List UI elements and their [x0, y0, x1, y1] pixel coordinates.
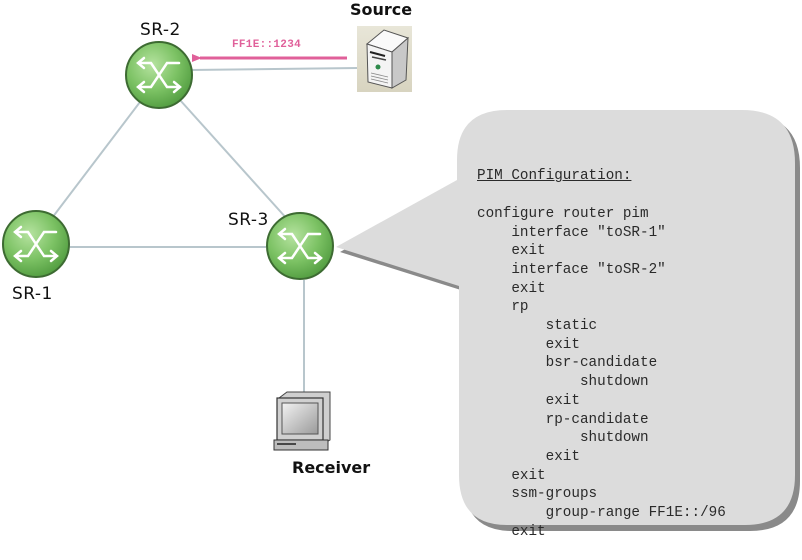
config-line: exit: [477, 280, 546, 297]
link-sr2-sr1: [51, 101, 141, 219]
router-sr1-label: SR-1: [12, 284, 53, 304]
router-sr2[interactable]: [125, 41, 193, 109]
config-line: exit: [477, 467, 546, 484]
receiver-label: Receiver: [292, 458, 371, 477]
config-line: exit: [477, 336, 580, 353]
router-sr3[interactable]: [266, 212, 334, 280]
router-switch-icon: [13, 225, 59, 263]
config-title: PIM Configuration:: [477, 168, 632, 185]
config-callout: [336, 110, 795, 525]
config-line: configure router pim: [477, 205, 649, 222]
config-line: shutdown: [477, 430, 649, 447]
config-line: rp: [477, 299, 529, 316]
config-line: exit: [477, 392, 580, 409]
router-sr1[interactable]: [2, 210, 70, 278]
router-switch-icon: [277, 227, 323, 265]
config-line: group-range FF1E::/96: [477, 505, 726, 522]
router-sr2-label: SR-2: [140, 20, 181, 40]
config-line: exit: [477, 243, 546, 260]
config-line: bsr-candidate: [477, 355, 658, 372]
config-line: rp-candidate: [477, 411, 649, 428]
network-diagram: [2, 26, 800, 531]
link-sr2-sr3: [179, 99, 289, 221]
config-line: interface "toSR-2": [477, 261, 666, 278]
config-line: shutdown: [477, 374, 649, 391]
router-switch-icon: [136, 56, 182, 94]
config-line: exit: [477, 448, 580, 465]
multicast-group-label: FF1E::1234: [232, 39, 302, 51]
config-line: ssm-groups: [477, 486, 598, 503]
config-line: static: [477, 318, 598, 335]
receiver-computer[interactable]: [273, 391, 331, 451]
computer-icon: [273, 391, 331, 451]
server-icon: [365, 29, 409, 89]
source-label: Source: [350, 0, 413, 19]
config-line: interface "toSR-1": [477, 224, 666, 241]
config-line: exit: [477, 523, 546, 540]
source-server[interactable]: [357, 26, 412, 92]
router-sr3-label: SR-3: [228, 210, 269, 230]
link-sr2-source: [189, 67, 359, 71]
links: [51, 67, 359, 395]
pim-config-text: PIM Configuration: configure router pim i…: [477, 130, 726, 560]
